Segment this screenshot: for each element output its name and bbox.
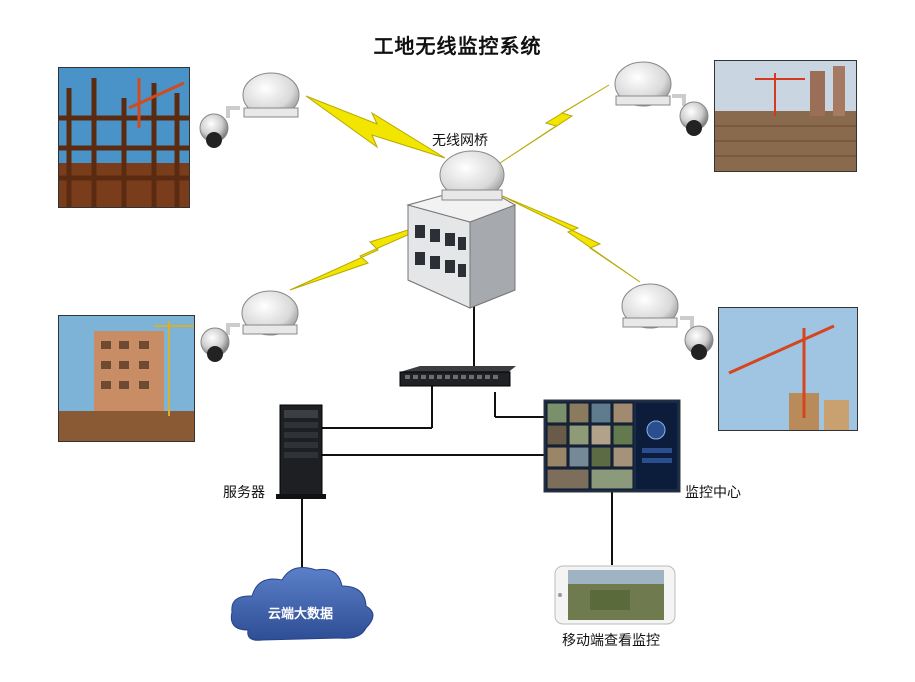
page-title: 工地无线监控系统 — [373, 34, 542, 58]
dome-camera-icon — [672, 94, 709, 136]
wireless-access-point-icon — [614, 61, 672, 107]
server-tower-icon — [276, 404, 326, 499]
cloud-big-data-label: 云端大数据 — [268, 607, 334, 622]
mobile-monitoring-label: 移动端查看监控 — [562, 633, 660, 649]
building-icon — [406, 184, 517, 309]
wired-connections — [301, 300, 613, 572]
lightning-signal-icon — [289, 217, 447, 291]
dome-camera-icon — [680, 316, 714, 360]
dome-camera-icon — [200, 323, 240, 362]
lightning-signal-icon — [305, 95, 446, 159]
lightning-signal-icon — [499, 84, 610, 164]
site-photo-bottom-right — [718, 307, 858, 431]
wireless-access-point-icon — [241, 290, 299, 336]
wireless-access-point-icon — [621, 283, 679, 329]
site-photo-bottom-left — [58, 315, 195, 442]
video-wall-monitor-icon — [543, 399, 681, 493]
site-photo-top-right — [714, 60, 857, 172]
network-switch-icon — [399, 366, 516, 387]
lightning-signal-icon — [499, 194, 641, 283]
cloud-icon — [230, 567, 374, 641]
monitoring-center-label: 监控中心 — [685, 485, 741, 501]
dome-camera-icon — [199, 106, 240, 148]
wireless-access-point-icon — [242, 72, 300, 118]
wireless-bridge-label: 无线网桥 — [432, 133, 488, 149]
wireless-access-point-icon — [439, 150, 505, 201]
site-photo-top-left — [58, 67, 190, 208]
smartphone-icon — [554, 565, 676, 625]
server-label: 服务器 — [223, 485, 265, 501]
